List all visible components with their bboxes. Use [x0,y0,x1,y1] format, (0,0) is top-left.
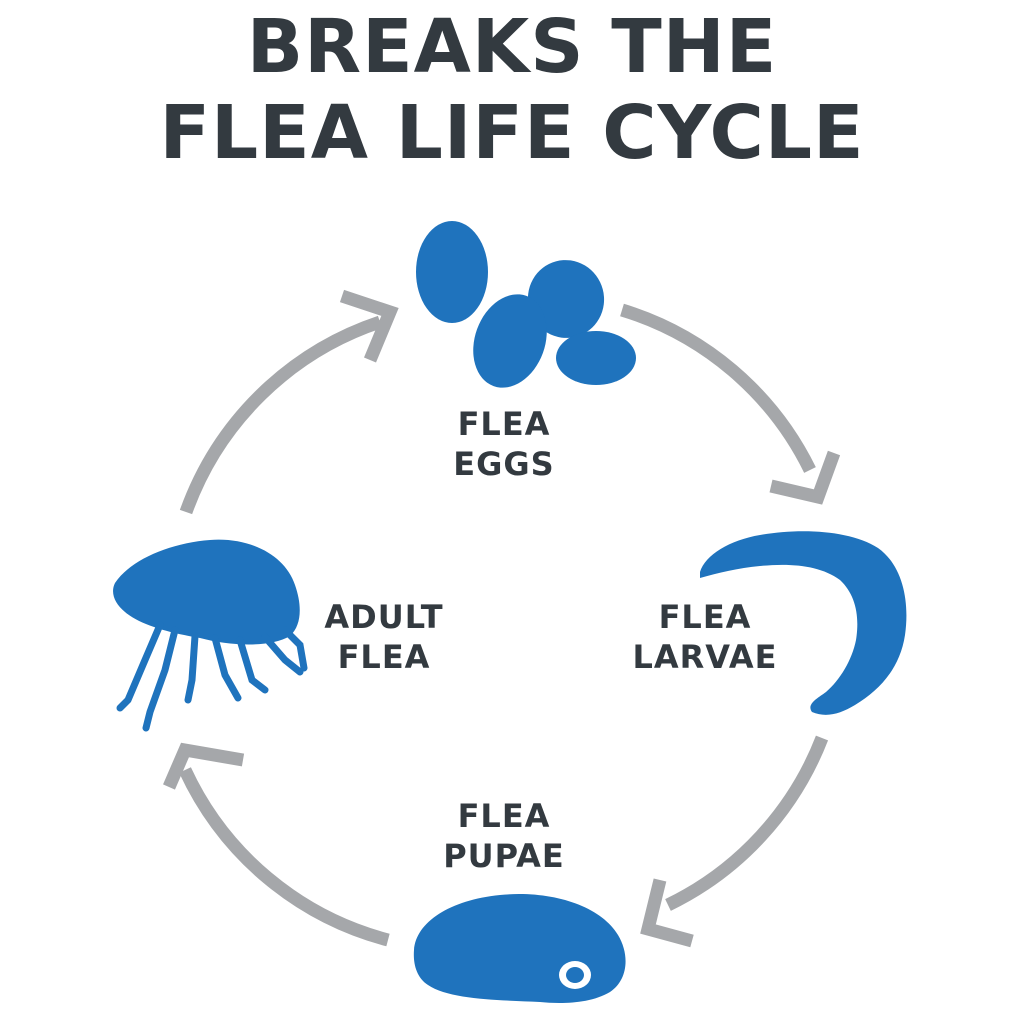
arrow-eggs-to-larvae-icon [620,303,841,505]
stage-label-line: FLEA [337,638,431,676]
title-line-1: BREAKS THE [246,4,778,90]
flea-pupa-icon [413,894,626,1003]
stage-label-adult-flea: ADULT FLEA [284,597,484,677]
flea-larva-icon [700,531,907,715]
stage-label-line: EGGS [453,445,555,483]
adult-flea-icon [113,539,308,732]
arrow-larvae-to-pupae-icon [640,735,829,948]
stage-label-flea-pupae: FLEA PUPAE [404,796,604,876]
stage-label-line: FLEA [658,598,752,636]
arrow-adult-to-eggs-icon [179,289,399,515]
stage-label-flea-larvae: FLEA LARVAE [605,597,805,677]
title-line-2: FLEA LIFE CYCLE [159,90,865,176]
flea-eggs-icon [416,221,636,388]
stage-label-line: FLEA [457,797,551,835]
stage-label-line: LARVAE [632,638,778,676]
cycle-arrows [163,289,841,948]
stage-label-line: ADULT [324,598,444,636]
stage-label-line: PUPAE [443,837,565,875]
arrow-pupae-to-adult-icon [163,742,390,947]
stage-label-line: FLEA [457,405,551,443]
stage-label-flea-eggs: FLEA EGGS [404,404,604,484]
